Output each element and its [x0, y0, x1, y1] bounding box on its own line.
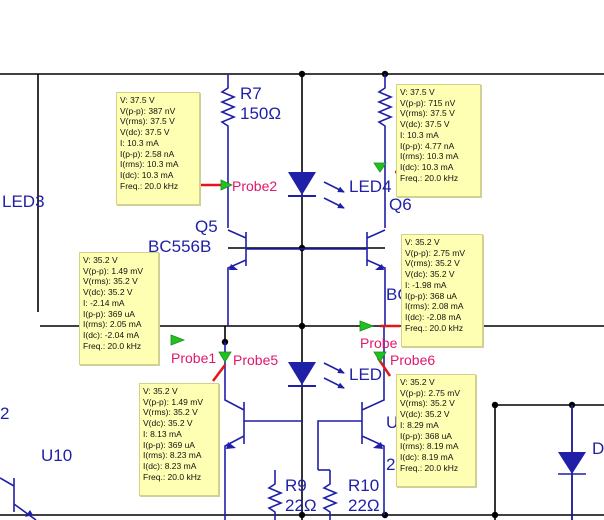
probe1-label[interactable]: Probe1 — [171, 350, 217, 366]
tooltip-line: I(p-p): 368 uA — [405, 290, 457, 301]
tooltip-line: I: 10.3 mA — [120, 137, 159, 148]
led4-symbol — [288, 172, 316, 195]
tooltip-line: V: 35.2 V — [400, 377, 435, 387]
tooltip-line: Freq.: 20.0 kHz — [400, 172, 459, 183]
r10-name-label: R10 — [348, 476, 380, 495]
tooltip-line: I(dc): 8.23 mA — [143, 460, 197, 471]
tooltip-line: I(dc): 8.19 mA — [400, 451, 454, 462]
tooltip-line: I: 10.3 mA — [400, 129, 439, 140]
probe1-tooltip: V: 35.2 V V(p-p): 1.49 mV V(rms): 35.2 V… — [79, 252, 159, 365]
tooltip-line: I(rms): 2.08 mA — [405, 301, 464, 312]
resistor-r9-symbol — [266, 470, 284, 520]
led-lower-symbol — [288, 362, 316, 385]
tooltip-line: Freq.: 20.0 kHz — [143, 471, 202, 482]
tooltip-line: V(rms): 35.2 V — [400, 398, 455, 409]
tooltip-line: V(dc): 37.5 V — [400, 119, 450, 130]
probe6-tooltip: V: 35.2 V V(p-p): 2.75 mV V(rms): 35.2 V… — [396, 374, 476, 487]
q5-name-label: Q5 — [195, 217, 218, 236]
transistor-q6-symbol — [302, 229, 386, 326]
tooltip-line: V(p-p): 1.49 mV — [83, 265, 143, 276]
tooltip-line: I(rms): 8.19 mA — [400, 441, 459, 452]
r10-value-label: 22Ω — [348, 496, 380, 515]
probe-right-tooltip: V: 35.2 V V(p-p): 2.75 mV V(rms): 35.2 V… — [401, 234, 483, 347]
left-partial-label: 2 — [0, 404, 10, 423]
d-partial-label: D — [592, 439, 604, 458]
transistor-q5-symbol — [227, 229, 302, 326]
tooltip-line: V(p-p): 715 nV — [400, 97, 456, 108]
tooltip-line: I(p-p): 4.77 nA — [400, 140, 455, 151]
resistor-r10-symbol — [321, 470, 339, 520]
tooltip-line: I(rms): 8.23 mA — [143, 450, 202, 461]
tooltip-line: V(rms): 35.2 V — [143, 407, 198, 418]
q6-top-tooltip: V: 37.5 V V(p-p): 715 nV V(rms): 37.5 V … — [396, 84, 481, 197]
tooltip-line: V: 35.2 V — [143, 386, 178, 396]
led4-label: LED4 — [349, 177, 392, 196]
tooltip-line: V(dc): 35.2 V — [143, 418, 193, 429]
tooltip-line: Freq.: 20.0 kHz — [120, 180, 179, 191]
tooltip-line: I(p-p): 368 uA — [400, 430, 452, 441]
tooltip-line: I: -1.98 mA — [405, 279, 447, 290]
tooltip-line: V(dc): 35.2 V — [83, 287, 133, 298]
tooltip-line: Freq.: 20.0 kHz — [400, 462, 459, 473]
tooltip-line: I(rms): 10.3 mA — [120, 159, 179, 170]
probe2-label[interactable]: Probe2 — [232, 178, 278, 194]
tooltip-line: V(dc): 35.2 V — [400, 409, 450, 420]
led-lower-label: LED — [349, 365, 383, 384]
transistor-u10-symbol — [0, 477, 37, 520]
probe6-label[interactable]: Probe6 — [390, 352, 436, 368]
tooltip-line: I(p-p): 2.58 nA — [120, 148, 175, 159]
tooltip-line: V: 35.2 V — [83, 255, 118, 265]
probe-right-label[interactable]: Probe — [360, 335, 398, 351]
tooltip-line: V(rms): 35.2 V — [83, 276, 138, 287]
tooltip-line: V(dc): 37.5 V — [120, 127, 170, 138]
tooltip-line: I(dc): 10.3 mA — [120, 169, 174, 180]
probe-markers[interactable] — [170, 162, 387, 363]
tooltip-line: I: 8.29 mA — [400, 419, 439, 430]
tooltip-line: I(p-p): 369 uA — [143, 439, 195, 450]
q-lower-right-value-partial: 2 — [386, 455, 396, 474]
r9-name-label: R9 — [285, 476, 307, 495]
tooltip-line: I: 8.13 mA — [143, 428, 182, 439]
led3-label: LED3 — [2, 192, 45, 211]
tooltip-line: V(dc): 35.2 V — [405, 269, 455, 280]
junctions — [221, 70, 576, 519]
component-symbols — [0, 74, 586, 520]
tooltip-line: V(p-p): 387 nV — [120, 105, 176, 116]
tooltip-line: I(rms): 10.3 mA — [400, 151, 459, 162]
tooltip-line: V(p-p): 2.75 mV — [400, 387, 460, 398]
tooltip-line: V(rms): 37.5 V — [120, 116, 175, 127]
tooltip-line: V(rms): 35.2 V — [405, 258, 460, 269]
q6-name-label: Q6 — [389, 195, 412, 214]
tooltip-line: V: 37.5 V — [400, 87, 435, 97]
tooltip-line: I(p-p): 369 uA — [83, 308, 135, 319]
r7-value-label: 150Ω — [240, 104, 282, 123]
tooltip-line: I(rms): 2.05 mA — [83, 319, 142, 330]
probe5-tooltip: V: 35.2 V V(p-p): 1.49 mV V(rms): 35.2 V… — [139, 383, 219, 496]
tooltip-line: V(p-p): 2.75 mV — [405, 247, 465, 258]
resistor-q6-symbol — [376, 74, 394, 228]
resistor-r7-symbol — [219, 74, 237, 228]
r9-value-label: 22Ω — [285, 496, 317, 515]
q-lower-right-partial-label: U — [386, 413, 399, 432]
tooltip-line: I(dc): -2.04 mA — [83, 329, 140, 340]
u10-label: U10 — [41, 446, 73, 465]
tooltip-line: I: -2.14 mA — [83, 297, 125, 308]
probe2-tooltip: V: 37.5 V V(p-p): 387 nV V(rms): 37.5 V … — [116, 92, 200, 205]
tooltip-line: I(dc): 10.3 mA — [400, 161, 454, 172]
tooltip-line: Freq.: 20.0 kHz — [405, 322, 464, 333]
transistor-lower-right-symbol — [317, 326, 385, 470]
q5-part-label: BC556B — [148, 237, 212, 256]
component-fills — [25, 172, 586, 517]
r7-name-label: R7 — [240, 84, 262, 103]
tooltip-line: Freq.: 20.0 kHz — [83, 340, 142, 351]
probe5-label[interactable]: Probe5 — [233, 352, 279, 368]
tooltip-line: V(p-p): 1.49 mV — [143, 396, 203, 407]
diode-d-triangle — [558, 452, 586, 474]
tooltip-line: V: 35.2 V — [405, 237, 440, 247]
tooltip-line: V(rms): 37.5 V — [400, 108, 455, 119]
tooltip-line: I(dc): -2.08 mA — [405, 311, 462, 322]
tooltip-line: V: 37.5 V — [120, 95, 155, 105]
transistor-lower-left-symbol — [224, 342, 302, 470]
